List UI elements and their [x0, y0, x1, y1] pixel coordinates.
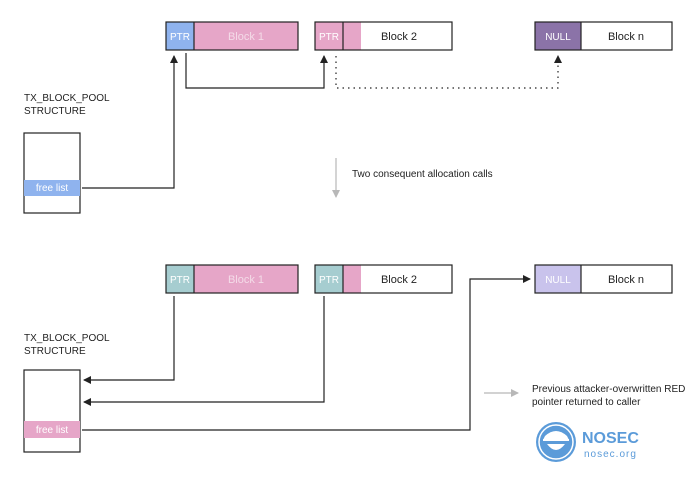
bottom-block1-to-struct-arrow — [83, 296, 175, 384]
top-state: PTR Block 1 PTR Block 2 NULL Block n TX_… — [23, 21, 673, 214]
top-block-1-label: Block 1 — [228, 31, 264, 43]
bottom-block-2-overflow — [343, 265, 361, 293]
bottom-block-n: NULL Block n — [534, 264, 673, 294]
top-block-1: PTR Block 1 — [165, 21, 299, 51]
bottom-block-n-null — [535, 265, 581, 293]
bottom-free-list-label: free list — [36, 425, 68, 436]
nosec-logo: NOSEC nosec.org — [536, 422, 639, 462]
bottom-free-list — [24, 421, 80, 438]
logo-domain: nosec.org — [584, 449, 637, 460]
bottom-struct-box — [23, 369, 81, 453]
top-struct-label-1: TX_BLOCK_POOL — [24, 93, 110, 104]
top-block1-to-block2-arrow — [185, 53, 328, 89]
note: Previous attacker-overwritten RED pointe… — [484, 384, 685, 408]
bottom-struct-label-1: TX_BLOCK_POOL — [24, 333, 110, 344]
top-block-1-ptr — [166, 22, 194, 50]
top-struct-label-2: STRUCTURE — [24, 106, 86, 117]
top-free-list-label: free list — [36, 183, 68, 194]
bottom-block-2-ptr — [315, 265, 343, 293]
top-free-list — [24, 180, 80, 196]
bottom-block-1-ptr — [166, 265, 194, 293]
top-freelist-to-block1-arrow — [82, 55, 178, 189]
bottom-struct-label-2: STRUCTURE — [24, 346, 86, 357]
top-block-2-label: Block 2 — [381, 31, 417, 43]
bottom-block2-to-struct-arrow — [83, 296, 325, 406]
top-block-n: NULL Block n — [534, 21, 673, 51]
transition-label: Two consequent allocation calls — [352, 169, 493, 180]
top-block-2-ptr — [315, 22, 343, 50]
bottom-block-1-label: Block 1 — [228, 274, 264, 286]
bottom-block-1-body — [194, 265, 298, 293]
bottom-block-2: PTR Block 2 — [314, 264, 453, 294]
logo-name: NOSEC — [582, 430, 639, 447]
top-block-n-null — [535, 22, 581, 50]
nosec-hacker-icon — [536, 422, 576, 462]
bottom-block-2-label: Block 2 — [381, 274, 417, 286]
top-struct-box — [23, 132, 81, 214]
bottom-freelist-to-blockn-arrow — [82, 275, 531, 431]
top-block-2-ptr-label: PTR — [319, 32, 339, 43]
top-block-n-null-label: NULL — [545, 32, 571, 43]
bottom-block-n-label: Block n — [608, 274, 644, 286]
bottom-block-2-ptr-label: PTR — [319, 275, 339, 286]
note-line-1: Previous attacker-overwritten RED — [532, 384, 685, 395]
top-block-1-ptr-label: PTR — [170, 32, 190, 43]
top-block-2-overflow — [343, 22, 361, 50]
top-block-n-label: Block n — [608, 31, 644, 43]
bottom-block-1: PTR Block 1 — [165, 264, 299, 294]
top-block-2: PTR Block 2 — [314, 21, 453, 51]
bottom-block-n-null-label: NULL — [545, 275, 571, 286]
top-block-1-body — [194, 22, 298, 50]
top-block2-to-blockn-dotted-arrow — [335, 55, 562, 89]
transition: Two consequent allocation calls — [332, 158, 493, 198]
bottom-block-1-ptr-label: PTR — [170, 275, 190, 286]
note-line-2: pointer returned to caller — [532, 397, 641, 408]
bottom-state: PTR Block 1 PTR Block 2 NULL Block n TX_… — [23, 264, 673, 453]
